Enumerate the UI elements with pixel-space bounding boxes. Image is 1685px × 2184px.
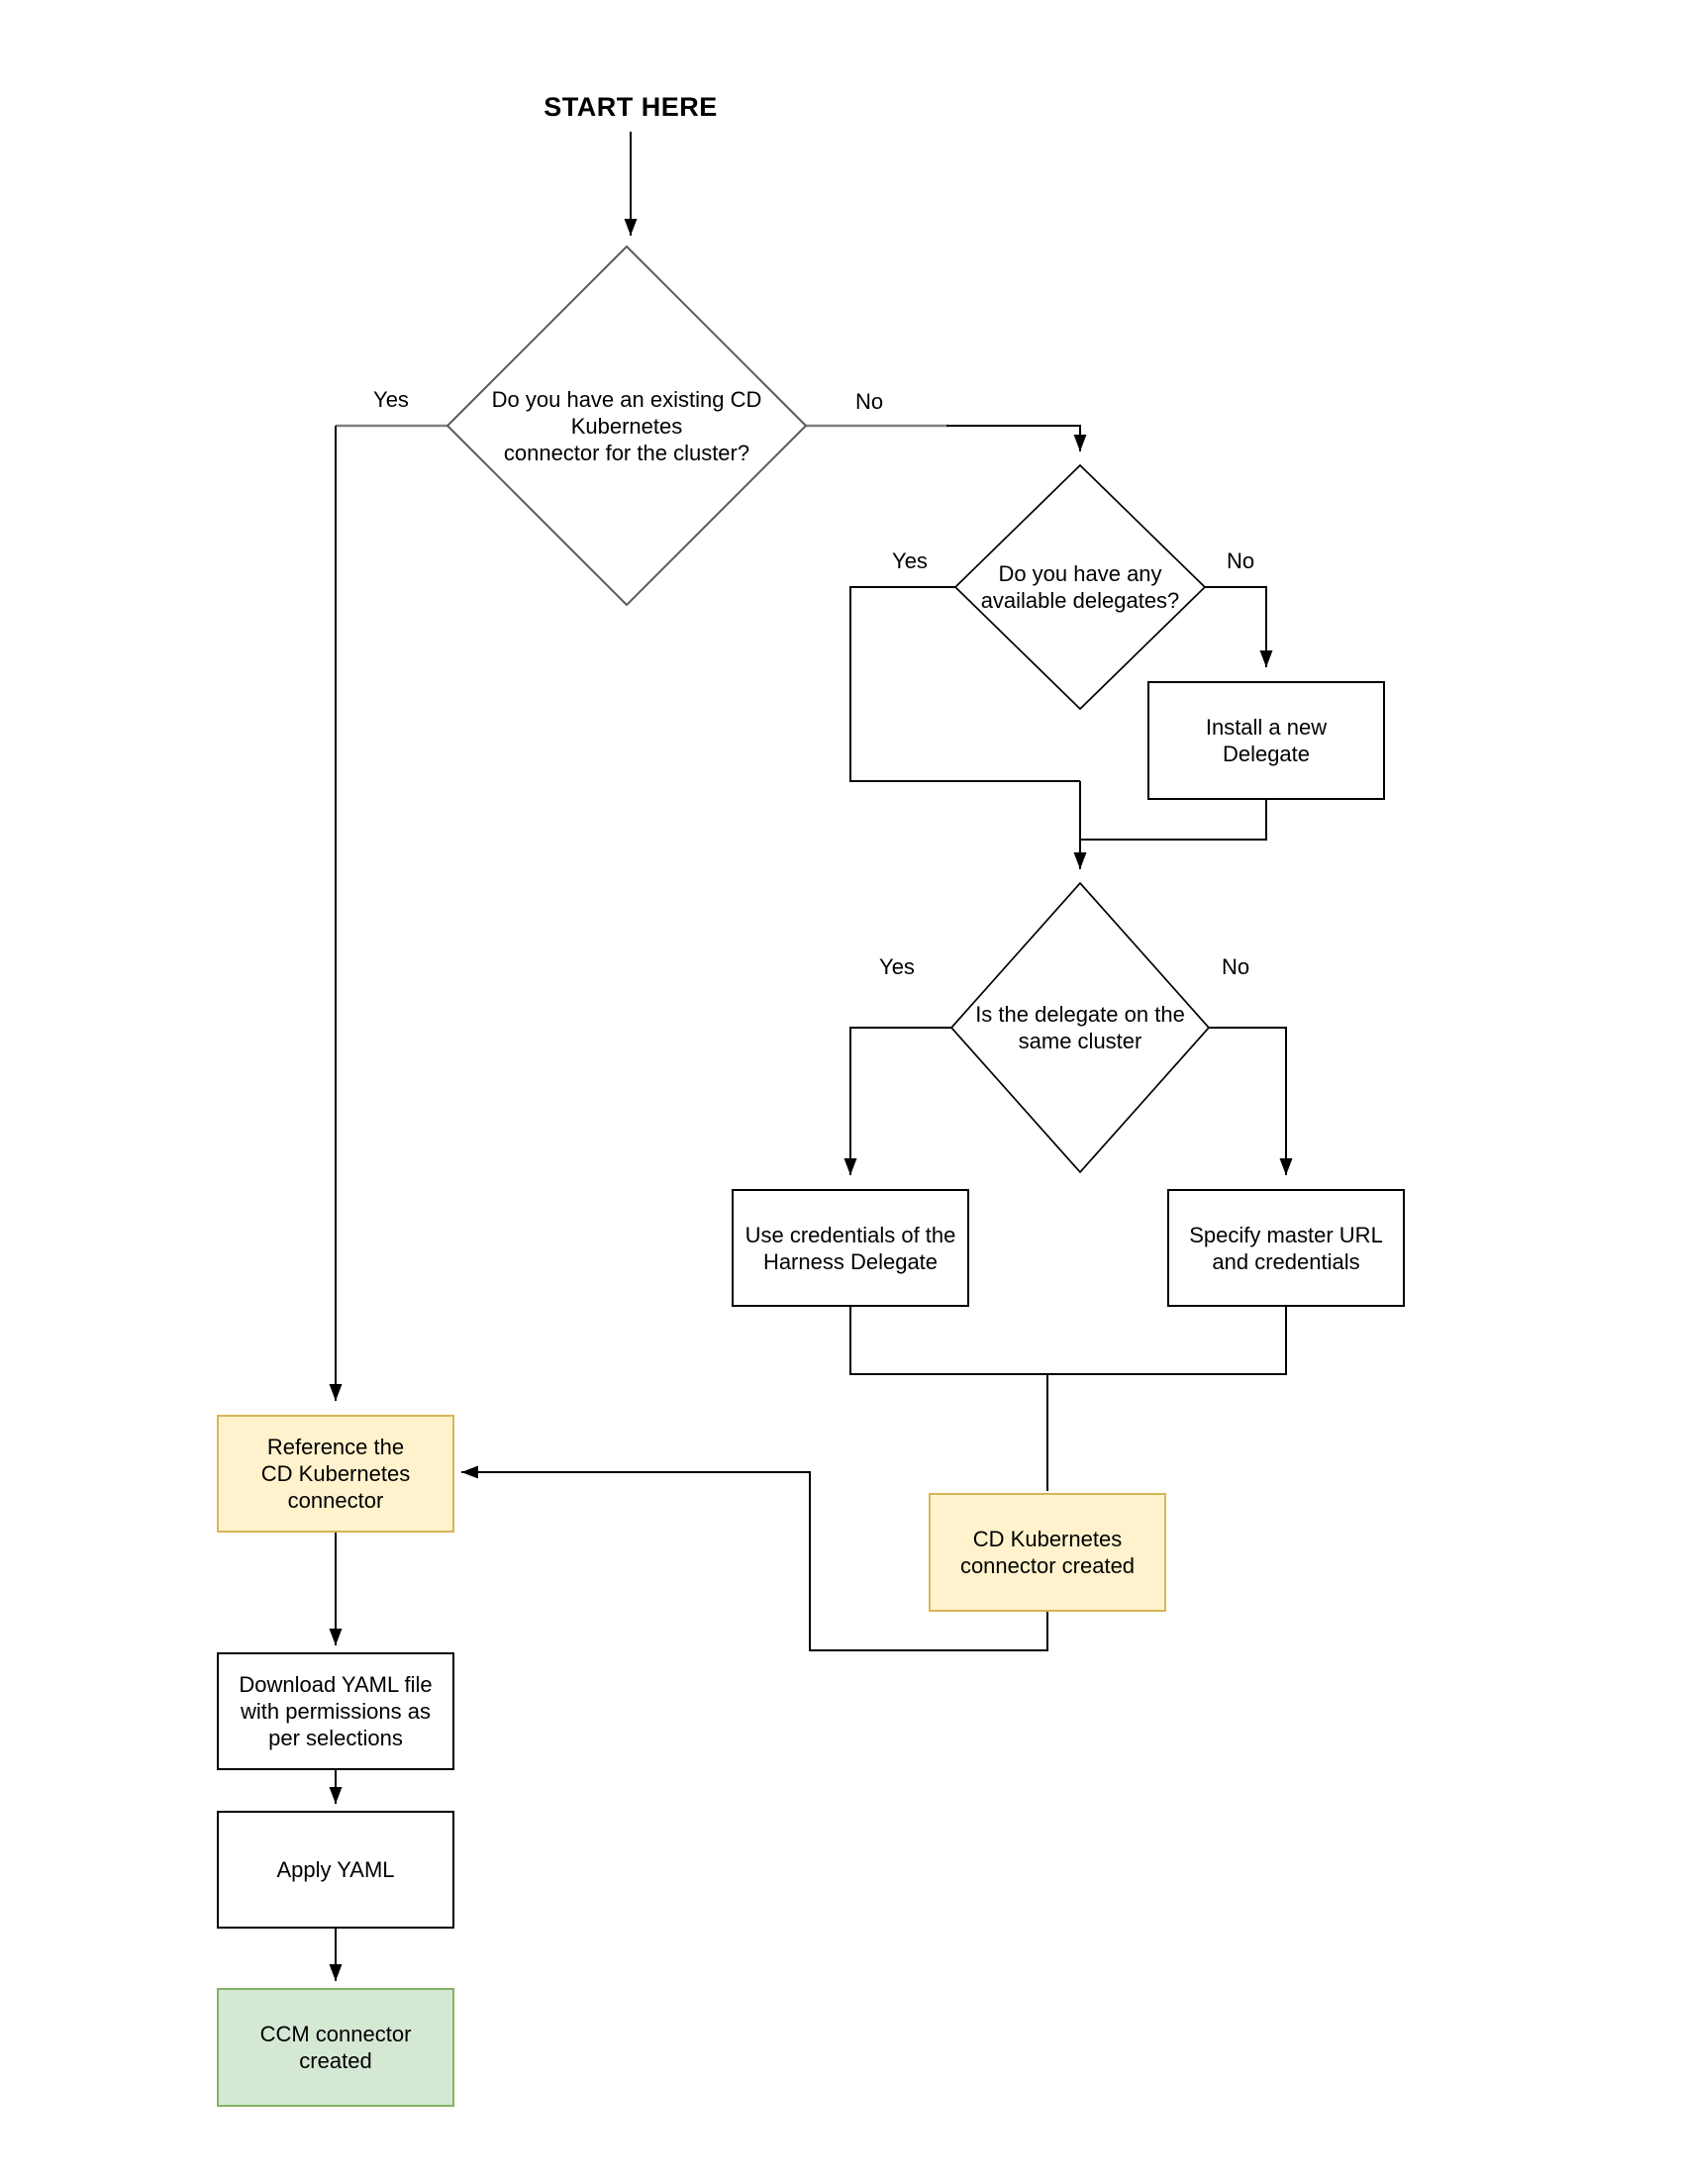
edge-d2-yes-merge: [849, 586, 1080, 782]
decision-same-cluster-shape: [949, 881, 1211, 1174]
decision-same-cluster-text: Is the delegate on the same cluster: [975, 1002, 1185, 1053]
edge-label-d3-yes: Yes: [879, 954, 915, 979]
edge-label-d2-yes: Yes: [892, 548, 928, 573]
edge-label-d2-no: No: [1226, 548, 1255, 573]
edge-d3-yes-to-usecreds: [843, 1027, 951, 1175]
edge-d1-no-to-d2: [946, 425, 1087, 451]
decision-existing-connector-text: Do you have an existing CD Kubernetes co…: [491, 386, 762, 465]
apply-yaml-box: Apply YAML: [217, 1811, 454, 1929]
edge-d3-no-to-specify: [1209, 1027, 1293, 1175]
reference-connector-box: Reference the CD Kubernetes connector: [217, 1415, 454, 1533]
specify-master-url-box: Specify master URL and credentials: [1167, 1189, 1405, 1307]
decision-available-delegates-text: Do you have any available delegates?: [980, 561, 1180, 613]
edge-label-d1-no: No: [854, 389, 884, 414]
edge-d2-no-to-install: [1205, 586, 1273, 667]
use-credentials-box: Use credentials of the Harness Delegate: [732, 1189, 969, 1307]
start-here-title: START HERE: [544, 91, 718, 122]
download-yaml-box: Download YAML file with permissions as p…: [217, 1652, 454, 1770]
edge-label-d1-yes: Yes: [373, 387, 409, 412]
edge-results-converge: [849, 1307, 1287, 1375]
edge-label-d3-no: No: [1221, 954, 1250, 979]
cd-connector-created-box: CD Kubernetes connector created: [929, 1493, 1166, 1612]
install-delegate-box: Install a new Delegate: [1147, 681, 1385, 800]
edge-install-merge: [1080, 800, 1267, 841]
decision-available-delegates-shape: [953, 463, 1207, 711]
ccm-connector-created-box: CCM connector created: [217, 1988, 454, 2107]
decision-existing-connector-shape: [446, 245, 808, 607]
edge-cdcreated-to-reference: [461, 1465, 1048, 1651]
